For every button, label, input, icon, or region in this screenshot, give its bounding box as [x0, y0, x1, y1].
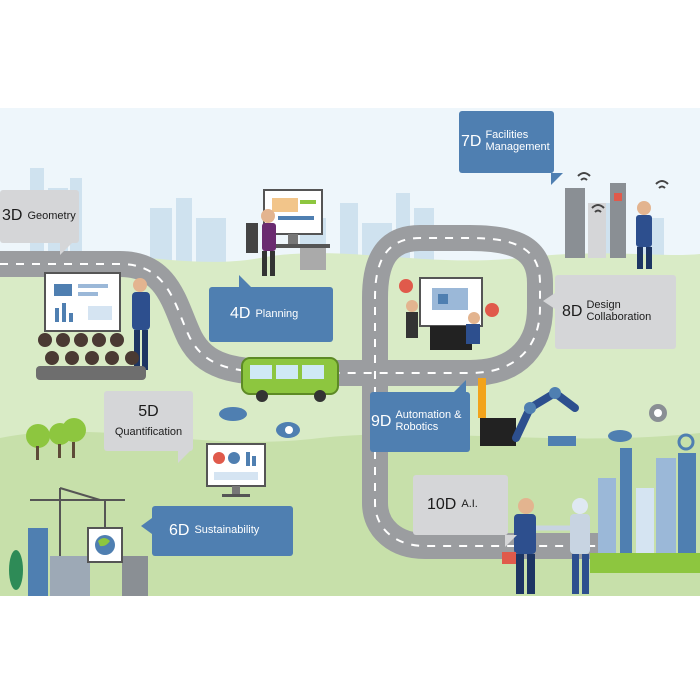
city-buildings-left: [28, 528, 148, 596]
label-9d-line2: Robotics: [395, 421, 439, 433]
label-9d-automation-robotics: 9D Automation & Robotics: [370, 380, 470, 452]
gear-icon: [285, 426, 695, 451]
tree-icon: [9, 418, 86, 590]
label-8d-tail: [543, 293, 555, 309]
globe-icon: [87, 527, 123, 563]
label-5d-code: 5D: [138, 402, 159, 420]
smart-buildings: [565, 183, 626, 258]
label-6d-sustainability: 6D Sustainability: [141, 506, 293, 556]
label-9d-code: 9D: [371, 412, 392, 430]
human-robot-handshake-icon: [502, 498, 590, 594]
label-4d-code: 4D: [230, 305, 251, 323]
audience-icon: [36, 333, 146, 380]
label-10d-tail: [505, 535, 517, 547]
label-7d-code: 7D: [461, 132, 482, 150]
ai-gear-icon: [649, 404, 667, 422]
label-10d-ai: 10D A.I.: [413, 475, 517, 547]
label-7d-tail: [551, 173, 563, 185]
roadmap-scene: 3D Geometry 4D Planning 5D Quantificatio…: [0, 108, 700, 596]
label-6d-tail: [141, 518, 152, 534]
label-9d-text-stack: Automation & Robotics: [395, 410, 461, 433]
label-10d-code: 10D: [427, 495, 457, 513]
desk-planner-icon: [246, 189, 330, 276]
label-4d-tail: [239, 275, 251, 287]
label-10d-text: A.I.: [461, 498, 478, 511]
label-8d-line2: Collaboration: [586, 311, 652, 323]
label-8d-line1: Design: [586, 299, 621, 312]
label-6d-text: Sustainability: [194, 524, 260, 537]
dashboard-monitor-icon: [206, 443, 266, 497]
label-3d-text: Geometry: [27, 209, 76, 222]
label-5d-tail: [178, 451, 190, 463]
label-3d-code: 3D: [2, 207, 23, 225]
label-8d-text-stack: Design Collaboration: [586, 300, 651, 323]
bus-icon: [241, 357, 339, 402]
road: [0, 225, 613, 559]
label-6d-code: 6D: [169, 521, 190, 539]
label-8d-code: 8D: [562, 302, 583, 320]
label-7d-line1: Facilities: [485, 129, 529, 142]
collaboration-screen-icon: [399, 277, 499, 350]
label-3d-geometry: 3D Geometry: [0, 190, 79, 255]
facilities-manager-icon: [636, 201, 652, 269]
city-buildings-right: [590, 448, 700, 573]
label-9d-tail: [454, 380, 466, 392]
wifi-icon: [577, 172, 669, 213]
label-4d-text: Planning: [255, 307, 299, 320]
label-7d-facilities-management: 7D Facilities Management: [459, 111, 563, 185]
label-3d-tail: [60, 243, 72, 255]
label-4d-planning: 4D Planning: [209, 275, 333, 342]
label-5d-quantification: 5D Quantification: [104, 391, 193, 463]
scene-illustration: [0, 108, 700, 596]
label-7d-text-stack: Facilities Management: [485, 130, 549, 153]
label-8d-design-collaboration: 8D Design Collaboration: [543, 275, 676, 349]
presenter-with-board-icon: [44, 272, 150, 370]
label-5d-text: Quantification: [114, 425, 183, 438]
label-7d-line2: Management: [485, 141, 550, 153]
label-9d-line1: Automation &: [395, 409, 462, 422]
robot-arm-icon: [478, 378, 579, 446]
